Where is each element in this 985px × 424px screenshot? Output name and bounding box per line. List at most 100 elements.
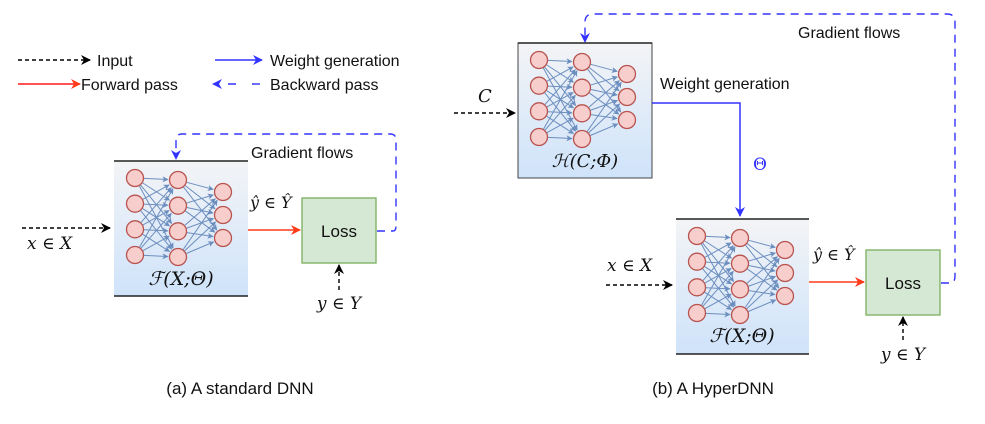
network-edge: [704, 293, 732, 310]
network-edge: [143, 176, 169, 183]
network-edge: [746, 243, 778, 268]
network-edge: [140, 212, 172, 249]
network-node: [687, 252, 707, 271]
network-edge: [702, 270, 734, 307]
theta-label: Θ: [753, 155, 767, 175]
network-node: [617, 87, 637, 107]
neural-net-hyper: [529, 50, 637, 149]
target-label-a: y ∈ Y: [316, 294, 363, 314]
input-label-b: x ∈ X: [607, 256, 653, 276]
network-node: [775, 240, 795, 260]
gradient-flow-path-b: [584, 13, 956, 284]
network-edge: [186, 181, 214, 191]
network-edge: [186, 241, 215, 254]
network-node: [617, 110, 637, 130]
network-node: [572, 104, 592, 123]
network-edge: [590, 75, 618, 86]
network-edge: [588, 67, 620, 92]
network-edge: [184, 185, 216, 210]
network-node: [730, 228, 750, 248]
network-edge: [748, 275, 777, 287]
network-node: [730, 254, 750, 273]
caption-b: (b) A HyperDNN: [652, 379, 774, 398]
network-node: [617, 64, 637, 84]
network-node: [168, 247, 188, 267]
network-edge: [589, 92, 620, 115]
weight-generation-label: Weight generation: [660, 76, 790, 93]
network-edge: [143, 253, 169, 260]
network-node: [687, 226, 707, 246]
network-edge: [704, 242, 732, 258]
network-edge: [705, 234, 731, 241]
network-edge: [590, 114, 618, 121]
network-edge: [547, 135, 573, 142]
network-node: [687, 278, 707, 297]
network-edge: [748, 239, 776, 249]
network-edge: [701, 246, 736, 306]
network-node: [168, 170, 188, 190]
network-edge: [184, 221, 217, 252]
network-node: [213, 228, 233, 248]
legend-backward-label: Backward pass: [270, 77, 379, 94]
network-edge: [182, 199, 218, 250]
network-edge: [140, 187, 172, 223]
panel-b: Gradient flows ℋ(C;Φ) C Weight generatio…: [454, 13, 956, 398]
legend-forward-label: Forward pass: [81, 77, 178, 94]
panel-a: Gradient flows ℱ(X;Θ) x ∈ X ŷ ∈ Ŷ Loss y…: [22, 133, 397, 398]
network-node: [125, 194, 145, 213]
network-edge: [705, 311, 731, 318]
network-edge: [543, 70, 578, 130]
network-edge: [546, 117, 574, 134]
network-node: [213, 205, 233, 225]
network-edge: [748, 299, 777, 312]
network-node: [168, 196, 188, 215]
weight-generation-arrow: [652, 102, 745, 217]
network-edge: [590, 63, 618, 73]
legend-input-label: Input: [97, 53, 133, 70]
network-edge: [184, 198, 216, 226]
network-edge: [746, 279, 779, 310]
legend: Input Weight generation Forward pass Bac…: [18, 53, 400, 94]
network-node: [529, 76, 549, 95]
gradient-label-a: Gradient flows: [251, 145, 353, 162]
network-edge: [746, 256, 778, 284]
network-node: [572, 78, 592, 97]
output-label-b: ŷ ∈ Ŷ: [812, 244, 856, 264]
network-edge: [546, 66, 574, 82]
caption-a: (a) A standard DNN: [166, 379, 313, 398]
gradient-arrowhead-a: [171, 150, 181, 160]
network-edge: [186, 232, 214, 239]
network-node: [730, 280, 750, 299]
network-label-b: ℱ(X;Θ): [709, 325, 774, 347]
network-edge: [590, 123, 619, 136]
gradient-flow-path-a: [175, 133, 397, 232]
network-edge: [744, 257, 780, 308]
network-node: [529, 50, 549, 70]
network-node: [775, 263, 795, 283]
output-label-a: ŷ ∈ Ŷ: [249, 192, 293, 212]
network-edge: [544, 69, 576, 105]
network-node: [213, 182, 233, 202]
loss-box-b: [865, 249, 941, 316]
network-node: [529, 102, 549, 121]
network-edge: [547, 58, 573, 65]
neural-net-a: [125, 168, 233, 267]
network-edge: [186, 217, 215, 229]
network-edge: [702, 245, 734, 281]
network-node: [125, 245, 145, 265]
network-label-a: ℱ(X;Θ): [148, 268, 213, 290]
network-edge: [185, 210, 216, 233]
network-node: [529, 127, 549, 147]
network-edge: [544, 94, 576, 131]
loss-box-a: [301, 197, 377, 264]
target-label-b: y ∈ Y: [880, 345, 927, 365]
network-edge: [747, 268, 778, 291]
network-node: [572, 129, 592, 149]
hyper-input-label: C: [478, 86, 492, 107]
gradient-arrowhead-b: [580, 33, 590, 43]
neural-net-b: [687, 226, 795, 325]
network-edge: [748, 290, 776, 297]
network-edge: [588, 80, 620, 108]
network-node: [572, 52, 592, 72]
